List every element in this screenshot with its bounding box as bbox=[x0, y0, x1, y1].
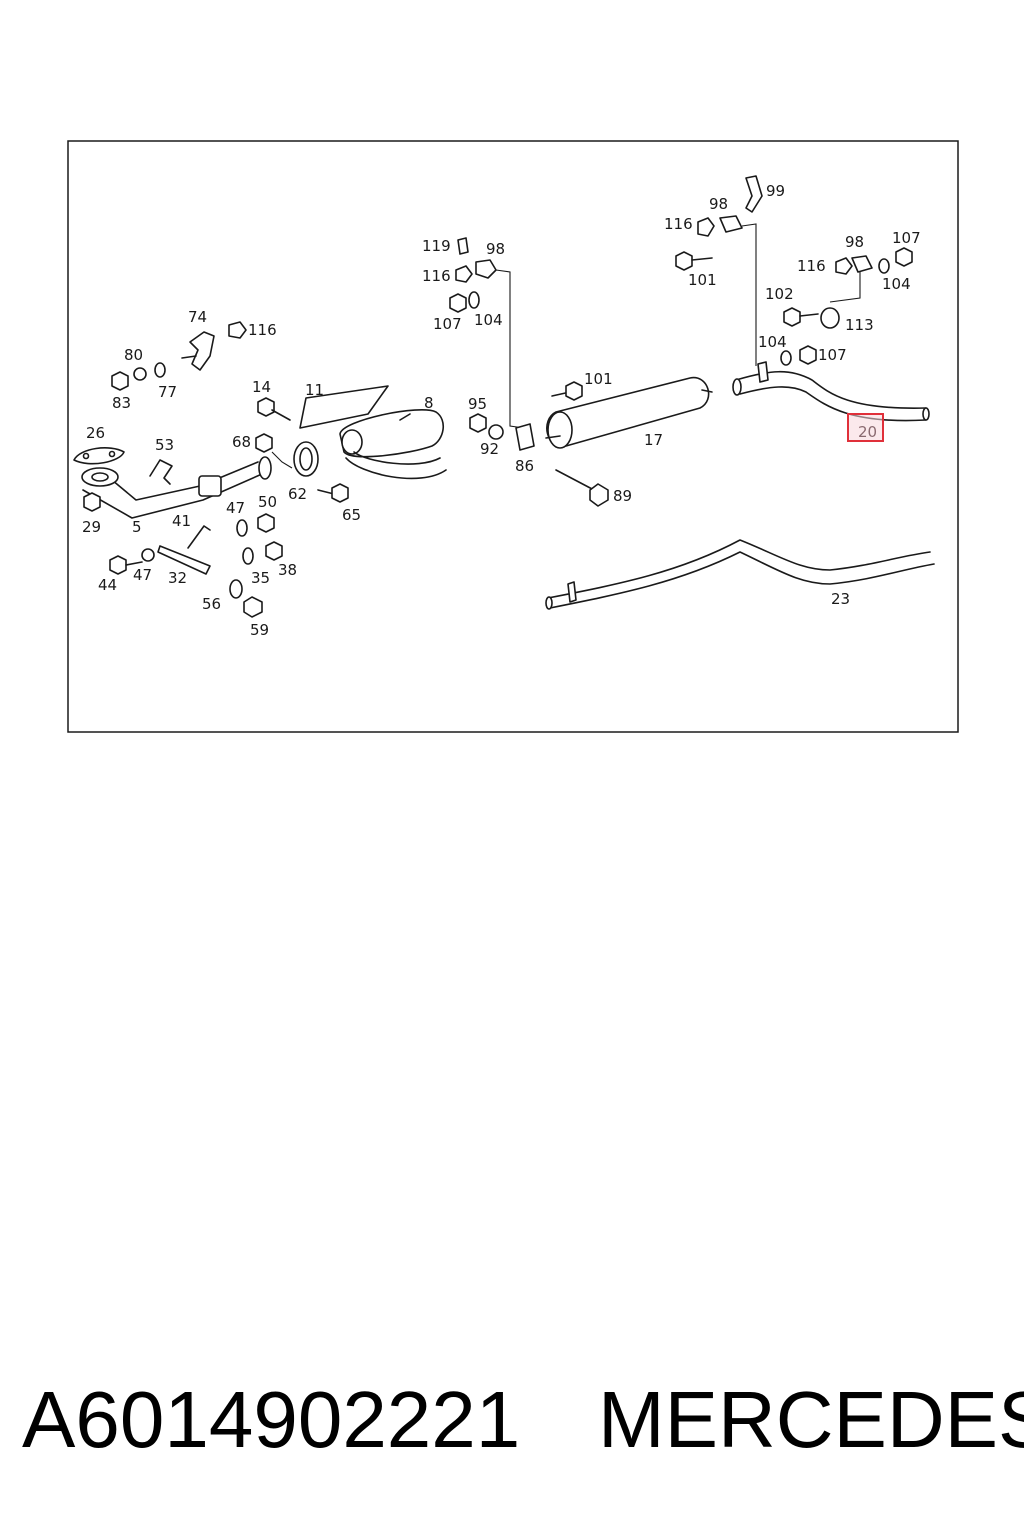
bolt-77 bbox=[181, 355, 197, 359]
callout-29: 29 bbox=[82, 518, 101, 536]
callout-107: 107 bbox=[818, 346, 847, 364]
bracket-86 bbox=[515, 423, 535, 451]
rear-muffler-17 bbox=[545, 377, 713, 449]
highlight-label: 20 bbox=[858, 423, 877, 441]
callout-116: 116 bbox=[248, 321, 277, 339]
callout-116: 116 bbox=[664, 215, 693, 233]
callout-98: 98 bbox=[845, 233, 864, 251]
callout-35: 35 bbox=[251, 569, 270, 587]
callout-47: 47 bbox=[133, 566, 152, 584]
callout-11: 11 bbox=[305, 381, 324, 399]
bolt-101a bbox=[551, 381, 583, 401]
callout-5: 5 bbox=[132, 518, 142, 536]
screw-14 bbox=[257, 397, 291, 421]
highlighted-callout[interactable]: 20 bbox=[847, 413, 884, 442]
front-pipe bbox=[81, 456, 272, 519]
hanger-74 bbox=[189, 331, 215, 371]
exhaust-system-diagram: 74 116 80 83 77 14 11 8 26 53 68 62 65 29 5 41 47 50 44 47 3… bbox=[67, 140, 959, 733]
part-number: A6014902221 bbox=[22, 1375, 521, 1464]
heat-shield-11 bbox=[299, 385, 389, 429]
callout-17: 17 bbox=[644, 431, 663, 449]
rear-hanger-b bbox=[780, 247, 913, 366]
highlight-box bbox=[847, 413, 884, 442]
washer-35 bbox=[242, 547, 254, 565]
bolt-89 bbox=[555, 469, 609, 507]
washer-47b bbox=[141, 548, 155, 562]
callout-101: 101 bbox=[688, 271, 717, 289]
callout-98: 98 bbox=[486, 240, 505, 258]
callout-41: 41 bbox=[172, 512, 191, 530]
callout-38: 38 bbox=[278, 561, 297, 579]
callout-68: 68 bbox=[232, 433, 251, 451]
callout-104: 104 bbox=[882, 275, 911, 293]
nut-59 bbox=[243, 596, 263, 618]
bracket-32 bbox=[157, 545, 211, 575]
washer-80 bbox=[133, 367, 147, 381]
callout-23: 23 bbox=[831, 590, 850, 608]
pipe-23 bbox=[545, 539, 935, 610]
callout-layer: 74 116 80 83 77 14 11 8 26 53 68 62 65 29 5 41 47 50 44 47 3… bbox=[82, 182, 921, 639]
bracket-41 bbox=[187, 525, 211, 549]
nut-50 bbox=[257, 513, 275, 533]
tail-pipe-20 bbox=[732, 361, 930, 422]
callout-74: 74 bbox=[188, 308, 207, 326]
callout-59: 59 bbox=[250, 621, 269, 639]
callout-62: 62 bbox=[288, 485, 307, 503]
rubber-116 bbox=[228, 321, 247, 339]
callout-26: 26 bbox=[86, 424, 105, 442]
callout-65: 65 bbox=[342, 506, 361, 524]
callout-116: 116 bbox=[422, 267, 451, 285]
nut-29 bbox=[83, 492, 101, 512]
callout-107: 107 bbox=[433, 315, 462, 333]
bolt-65 bbox=[317, 483, 349, 503]
washer-77 bbox=[154, 362, 166, 378]
callout-77: 77 bbox=[158, 383, 177, 401]
rear-hanger-a bbox=[675, 175, 763, 366]
callout-113: 113 bbox=[845, 316, 874, 334]
callout-104: 104 bbox=[474, 311, 503, 329]
front-muffler-8 bbox=[339, 409, 447, 480]
washer-56 bbox=[229, 579, 243, 599]
leader-77 bbox=[271, 451, 293, 469]
parts-drawing bbox=[73, 175, 935, 618]
callout-50: 50 bbox=[258, 493, 277, 511]
nut-83 bbox=[111, 371, 129, 391]
gasket bbox=[73, 447, 125, 465]
clamp-62 bbox=[293, 441, 319, 477]
callout-99: 99 bbox=[766, 182, 785, 200]
nut-95 bbox=[469, 413, 487, 433]
clip-53 bbox=[149, 459, 173, 485]
diagram-frame bbox=[67, 140, 959, 733]
bolt-44 bbox=[109, 555, 143, 575]
callout-116: 116 bbox=[797, 257, 826, 275]
callout-92: 92 bbox=[480, 440, 499, 458]
callout-83: 83 bbox=[112, 394, 131, 412]
callout-104: 104 bbox=[758, 333, 787, 351]
callout-101: 101 bbox=[584, 370, 613, 388]
callout-32: 32 bbox=[168, 569, 187, 587]
callout-86: 86 bbox=[515, 457, 534, 475]
brand-name: MERCEDES bbox=[598, 1375, 1024, 1464]
washer-92 bbox=[488, 424, 504, 440]
callout-56: 56 bbox=[202, 595, 221, 613]
callout-95: 95 bbox=[468, 395, 487, 413]
nut-38 bbox=[265, 541, 283, 561]
callout-89: 89 bbox=[613, 487, 632, 505]
callout-98: 98 bbox=[709, 195, 728, 213]
callout-8: 8 bbox=[424, 394, 434, 412]
nut-68 bbox=[255, 433, 273, 453]
callout-80: 80 bbox=[124, 346, 143, 364]
callout-44: 44 bbox=[98, 576, 117, 594]
callout-53: 53 bbox=[155, 436, 174, 454]
callout-14: 14 bbox=[252, 378, 271, 396]
washer-47a bbox=[236, 519, 248, 537]
callout-107: 107 bbox=[892, 229, 921, 247]
callout-102: 102 bbox=[765, 285, 794, 303]
callout-47: 47 bbox=[226, 499, 245, 517]
callout-119: 119 bbox=[422, 237, 451, 255]
